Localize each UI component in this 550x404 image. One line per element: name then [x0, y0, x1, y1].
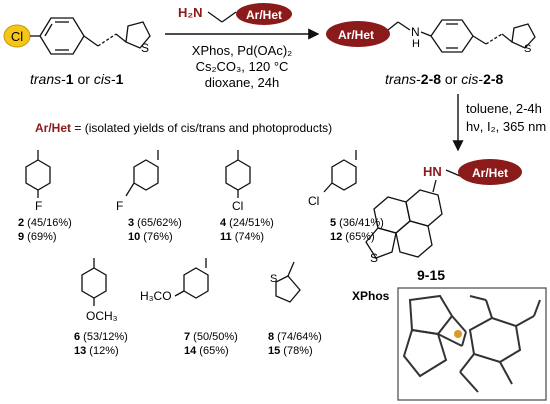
starting-material: Cl S	[3, 17, 151, 55]
photoproduct-s: S	[370, 251, 378, 265]
nh-n: N	[411, 25, 420, 39]
substituent-4: Cl 4 (24/51%) 11 (74%)	[220, 150, 274, 243]
product-thiophene-ring	[511, 23, 536, 49]
svg-text:9 (69%): 9 (69%)	[18, 231, 57, 243]
product-amine: Ar/Het N H S	[326, 19, 536, 55]
substituent-8: S 8 (74/64%) 15 (78%)	[268, 261, 322, 357]
xphos-label: XPhos	[352, 289, 390, 303]
substituent-5: Cl 5 (36/41%) 12 (65%)	[308, 150, 384, 243]
photoproduct-ar-het-text: Ar/Het	[472, 166, 508, 180]
substituent-2: F 2 (45/16%) 9 (69%)	[18, 150, 72, 243]
photoproduct-label: 9-15	[417, 267, 445, 283]
amine-reagent: H₂N Ar/Het	[178, 3, 292, 25]
substituent-6: OCH₃ 6 (53/12%) 13 (12%)	[74, 258, 128, 357]
conditions-1-line2: Cs₂CO₃, 120 °C	[196, 59, 289, 74]
thiophene-s: S	[141, 41, 149, 55]
photoproduct-hn: HN	[423, 164, 442, 179]
svg-text:3 (65/62%): 3 (65/62%)	[128, 217, 182, 229]
svg-text:2 (45/16%): 2 (45/16%)	[18, 217, 72, 229]
amine-h2n: H₂N	[178, 5, 203, 20]
nh-h: H	[412, 38, 420, 50]
svg-text:8 (74/64%): 8 (74/64%)	[268, 331, 322, 343]
svg-text:13 (12%): 13 (12%)	[74, 345, 119, 357]
svg-text:F: F	[35, 199, 42, 213]
svg-text:12 (65%): 12 (65%)	[330, 231, 375, 243]
legend: Ar/Het = (isolated yields of cis/trans a…	[35, 121, 332, 135]
photoproduct: HN Ar/Het S	[365, 159, 522, 265]
svg-text:6 (53/12%): 6 (53/12%)	[74, 331, 128, 343]
svg-text:OCH₃: OCH₃	[86, 309, 118, 323]
xphos-phosphorus-icon	[454, 330, 462, 338]
substituent-7: H₃CO 7 (50/50%) 14 (65%)	[140, 258, 238, 357]
svg-text:14 (65%): 14 (65%)	[184, 345, 229, 357]
svg-text:Cl: Cl	[232, 199, 243, 213]
svg-text:H₃CO: H₃CO	[140, 289, 172, 303]
conditions-1-line1: XPhos, Pd(OAc)₂	[192, 43, 292, 58]
ar-het-badge	[236, 3, 292, 25]
ar-het-product-text: Ar/Het	[338, 28, 374, 42]
svg-text:5 (36/41%): 5 (36/41%)	[330, 217, 384, 229]
benzene-ring	[39, 17, 85, 55]
ar-het-badge-text: Ar/Het	[246, 8, 282, 22]
product-thiophene-s: S	[524, 43, 531, 55]
svg-text:Cl: Cl	[308, 194, 319, 208]
product-benzene-ring	[430, 19, 474, 53]
svg-text:7 (50/50%): 7 (50/50%)	[184, 331, 238, 343]
ar-het-product-badge	[326, 21, 390, 47]
product-label: trans-2-8 or cis-2-8	[385, 71, 504, 87]
svg-text:10 (76%): 10 (76%)	[128, 231, 173, 243]
svg-text:11 (74%): 11 (74%)	[220, 231, 264, 243]
substituent-3: F 3 (65/62%) 10 (76%)	[116, 150, 182, 243]
svg-text:4 (24/51%): 4 (24/51%)	[220, 217, 274, 229]
thiophene-ring	[125, 21, 151, 49]
svg-text:15 (78%): 15 (78%)	[268, 345, 313, 357]
conditions-1-line3: dioxane, 24h	[205, 75, 279, 90]
svg-text:F: F	[116, 199, 123, 213]
starting-material-label: trans-1 or cis-1	[30, 71, 124, 87]
xphos-structure	[402, 294, 541, 393]
svg-text:S: S	[270, 273, 277, 285]
conditions-2-line1: toluene, 2-4h	[466, 101, 542, 116]
chloro-label: Cl	[11, 29, 23, 44]
photoproduct-ar-het-badge	[458, 159, 522, 185]
conditions-2-line2: hν, I₂, 365 nm	[466, 119, 546, 134]
